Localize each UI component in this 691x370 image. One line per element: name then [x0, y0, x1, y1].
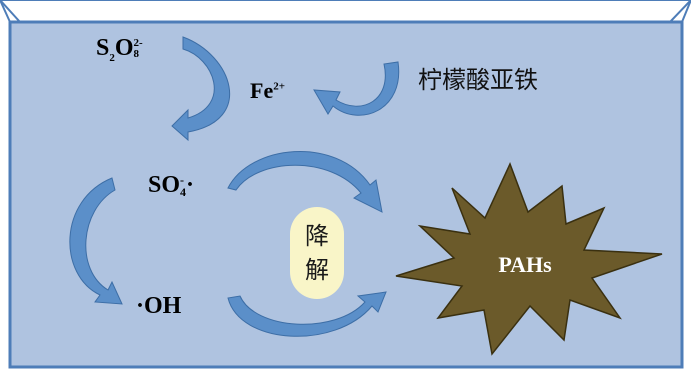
sulfate-radical-label: SO-4·: [148, 172, 195, 200]
ferrous-ion-label: Fe2+: [250, 78, 285, 103]
degrade-char-2: 解: [305, 256, 329, 284]
pahs-label: PAHs: [498, 252, 552, 277]
pahs-starburst-shape: [395, 162, 663, 356]
curved-arrow-hydroxyl-to-pahs: [227, 291, 387, 337]
iron-citrate-label: 柠檬酸亚铁: [418, 66, 538, 94]
degrade-char-1: 降: [305, 222, 329, 250]
background-frame: [8, 20, 684, 369]
curved-arrow-sulfate-to-pahs: [227, 151, 383, 213]
hydroxyl-radical-label: ·OH: [136, 293, 182, 319]
curved-arrow-citrate-to-ferrous: [313, 61, 400, 116]
box-top-face: [0, 0, 691, 23]
degradation-pill: 降 解: [290, 207, 344, 299]
box-right-edge: [681, 0, 691, 23]
curved-arrow-sulfate-to-hydroxyl: [69, 177, 123, 305]
box-left-edge: [0, 0, 11, 23]
curved-arrow-persulfate-to-sulfate: [171, 36, 231, 142]
